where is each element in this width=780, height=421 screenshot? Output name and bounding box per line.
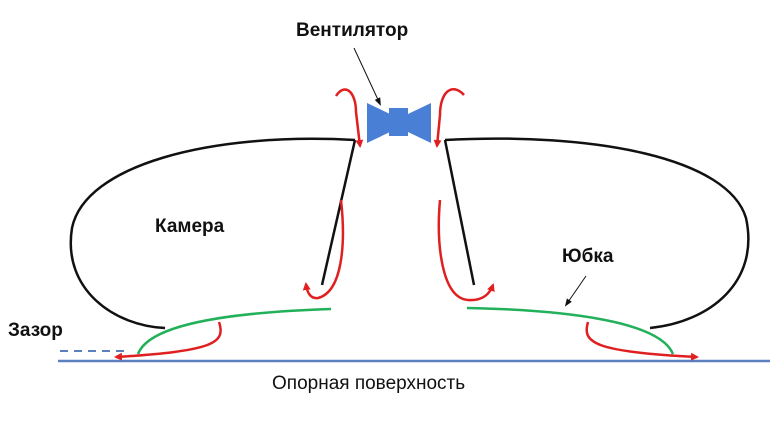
fan-icon (367, 103, 431, 143)
gap-label: Зазор (8, 320, 63, 341)
skirt (136, 306, 675, 355)
skirt-pointer (564, 275, 587, 307)
airflow-arrows (114, 88, 699, 361)
fan-label: Вентилятор (296, 20, 409, 41)
chamber-label: Камера (155, 216, 225, 237)
fan-pointer (353, 47, 381, 106)
skirt-label: Юбка (562, 246, 614, 267)
surface-label: Опорная поверхность (272, 373, 466, 394)
hull-right (443, 137, 750, 330)
hull-left (69, 137, 357, 330)
